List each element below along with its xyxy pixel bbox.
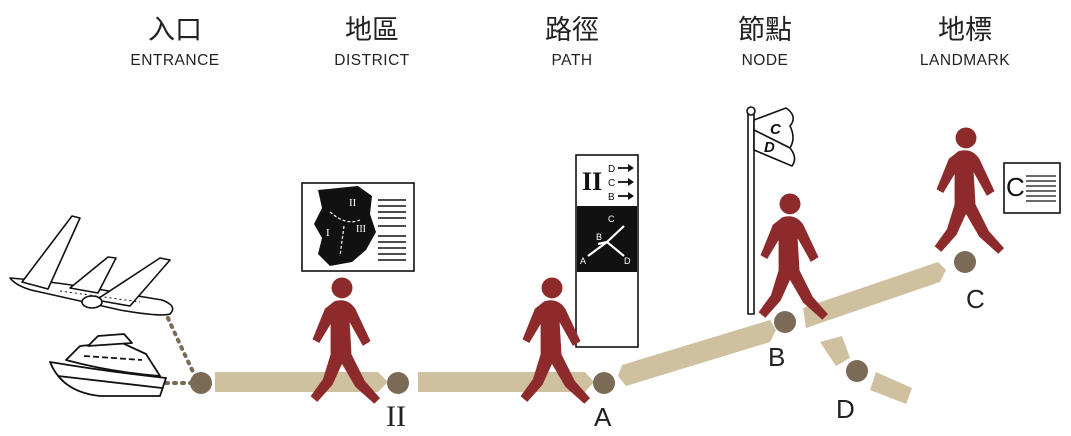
flag-icon: C D xyxy=(746,106,796,315)
district-map-text-lines xyxy=(378,199,406,261)
district-map-icon: II III I xyxy=(301,182,415,272)
boat-stripe xyxy=(57,375,163,389)
header-node: 節點 NODE xyxy=(675,16,855,70)
header-entrance: 入口 ENTRANCE xyxy=(85,16,265,70)
header-path: 路徑 PATH xyxy=(482,16,662,70)
flag-pole-top xyxy=(746,106,756,116)
header-district-zh: 地區 xyxy=(345,15,399,46)
direction-sign-junction-b: B xyxy=(596,232,602,242)
path-segment-node xyxy=(803,262,946,328)
airplane-icon xyxy=(9,215,174,316)
direction-sign-junction-d: D xyxy=(624,256,631,266)
header-district: 地區 DISTRICT xyxy=(282,16,462,70)
label-d: D xyxy=(836,394,855,424)
node-district xyxy=(387,372,409,394)
landmark-sign-text-lines xyxy=(1026,175,1056,202)
district-map-region-i: I xyxy=(326,227,330,239)
landmark-sign-icon: C xyxy=(1003,162,1061,214)
direction-sign-arrow-b: B xyxy=(608,192,615,203)
airplane-wing-bottom xyxy=(95,257,171,307)
airplane-windows xyxy=(59,290,141,303)
header-entrance-en: ENTRANCE xyxy=(130,52,220,69)
flag-bottom xyxy=(753,129,796,167)
landmark-sign-letter: C xyxy=(1006,172,1025,202)
airplane-tail xyxy=(21,215,81,290)
header-district-en: DISTRICT xyxy=(334,52,410,69)
district-map-region-iii: III xyxy=(356,224,366,235)
path-segments xyxy=(215,262,946,404)
direction-sign-title: II xyxy=(582,167,602,196)
person-icon-landmark xyxy=(934,127,1004,254)
direction-sign-junction-panel xyxy=(577,206,637,272)
airplane-dotted-line xyxy=(166,316,198,380)
header-path-en: PATH xyxy=(551,52,593,69)
node-d xyxy=(846,360,868,382)
flag-letter-c: C xyxy=(770,121,782,138)
flag-top xyxy=(753,107,794,149)
header-landmark-en: LANDMARK xyxy=(919,52,1011,69)
direction-sign-arrows xyxy=(618,164,634,200)
path-segment-district xyxy=(418,372,594,392)
boat-bridge xyxy=(87,333,133,347)
path-segment-path xyxy=(618,320,776,386)
label-a: A xyxy=(594,402,612,432)
header-path-zh: 路徑 xyxy=(545,15,599,46)
landmark-sign-frame xyxy=(1003,162,1061,214)
flag-letter-d: D xyxy=(764,139,775,156)
direction-sign-junction-a: A xyxy=(580,256,586,266)
label-c: C xyxy=(966,284,985,314)
node-c xyxy=(954,251,976,273)
direction-sign-arrow-d: D xyxy=(608,164,615,175)
boat-windows xyxy=(83,355,143,361)
direction-sign-arrow-c: C xyxy=(608,178,615,189)
header-landmark: 地標 LANDMARK xyxy=(875,16,1055,70)
node-entrance xyxy=(190,372,212,394)
header-node-en: NODE xyxy=(741,52,789,69)
path-segment-branch xyxy=(820,336,850,366)
boat-hull xyxy=(49,361,167,397)
boat-icon xyxy=(49,333,167,397)
header-node-zh: 節點 xyxy=(738,15,792,46)
path-segment-branch-end xyxy=(870,372,912,404)
person-icon-node xyxy=(758,193,828,320)
district-map-boundaries xyxy=(329,211,361,257)
flag-pole xyxy=(747,111,755,315)
airplane-engine xyxy=(81,295,103,309)
path-segment-entrance xyxy=(215,372,388,392)
node-b xyxy=(774,311,796,333)
direction-sign-icon: II D C B C B A D xyxy=(575,154,639,348)
district-map-region-ii: II xyxy=(349,197,357,209)
label-district-ii: II xyxy=(386,400,406,433)
header-entrance-zh: 入口 xyxy=(148,15,202,46)
district-map-shape xyxy=(314,186,376,266)
nodes xyxy=(190,251,976,394)
header-landmark-zh: 地標 xyxy=(938,15,992,46)
boat-cabin xyxy=(65,341,161,377)
label-b: B xyxy=(768,342,786,372)
airplane-wing-top xyxy=(69,256,117,294)
node-a xyxy=(593,372,615,394)
direction-sign-junction-c: C xyxy=(608,214,615,224)
direction-sign-junction-lines xyxy=(587,225,625,257)
